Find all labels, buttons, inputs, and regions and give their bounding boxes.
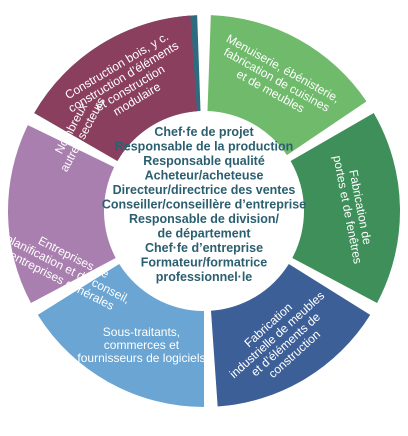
center-role: de département [157, 227, 251, 241]
center-role: Chef·fe d’entreprise [145, 241, 263, 255]
center-role: Formateur/formatrice [141, 256, 267, 270]
center-role: Conseiller/conseillère d’entreprise [102, 198, 306, 212]
center-role: Responsable de division/ [129, 212, 280, 226]
segment-label-line: fournisseurs de logiciels [77, 351, 205, 365]
segment-autres-secteurs [34, 15, 198, 161]
segment-portes-fenetres [290, 113, 400, 304]
center-role: Directeur/directrice des ventes [113, 183, 296, 197]
ring-segments [7, 15, 400, 407]
segment-label-line: commerces et [104, 338, 180, 352]
center-role: Responsable qualité [143, 154, 265, 168]
center-role: Responsable de la production [115, 140, 294, 154]
segment-menuiserie [207, 15, 367, 156]
segment-label-line: Sous-traitants, [103, 325, 180, 339]
center-disc [116, 123, 292, 299]
center-role: professionnel·le [156, 270, 253, 284]
segment-sous-traitants [37, 263, 204, 407]
segment-meubles-industriels [210, 263, 371, 407]
center-role: Chef·fe de projet [154, 125, 254, 139]
segment-planification [7, 125, 116, 304]
center-role: Acheteur/acheteuse [145, 169, 264, 183]
